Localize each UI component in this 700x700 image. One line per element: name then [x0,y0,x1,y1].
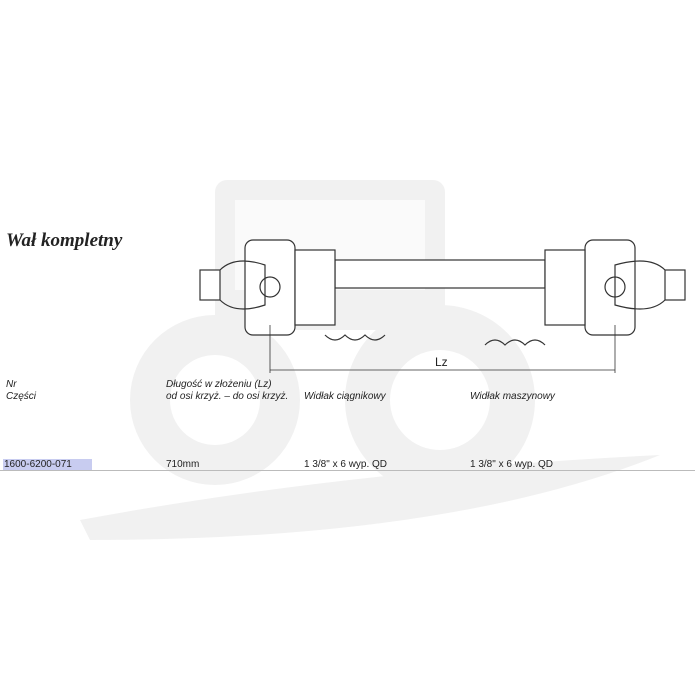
length-value: 710mm [166,459,200,470]
tractor-yoke-value: 1 3/8" x 6 wyp. QD [304,459,388,470]
machine-yoke-value: 1 3/8" x 6 wyp. QD [470,459,554,470]
header-text: od osi krzyż. – do osi krzyż. [166,391,289,402]
pto-shaft-drawing: Lz [199,239,686,373]
dimension-label: Lz [435,355,448,369]
header-tractor-yoke: Widłak ciągnikowy [304,391,386,402]
header-text: Nr [6,379,17,390]
header-machine-yoke: Widłak maszynowy [470,391,555,402]
header-text: Części [6,391,37,402]
header-text: Długość w złożeniu (Lz) [166,379,272,390]
page-title: Wał kompletny [6,230,123,251]
part-number[interactable]: 1600-6200-071 [3,459,92,470]
header-length: Długość w złożeniu (Lz)od osi krzyż. – d… [166,379,288,403]
row-divider [0,470,695,471]
